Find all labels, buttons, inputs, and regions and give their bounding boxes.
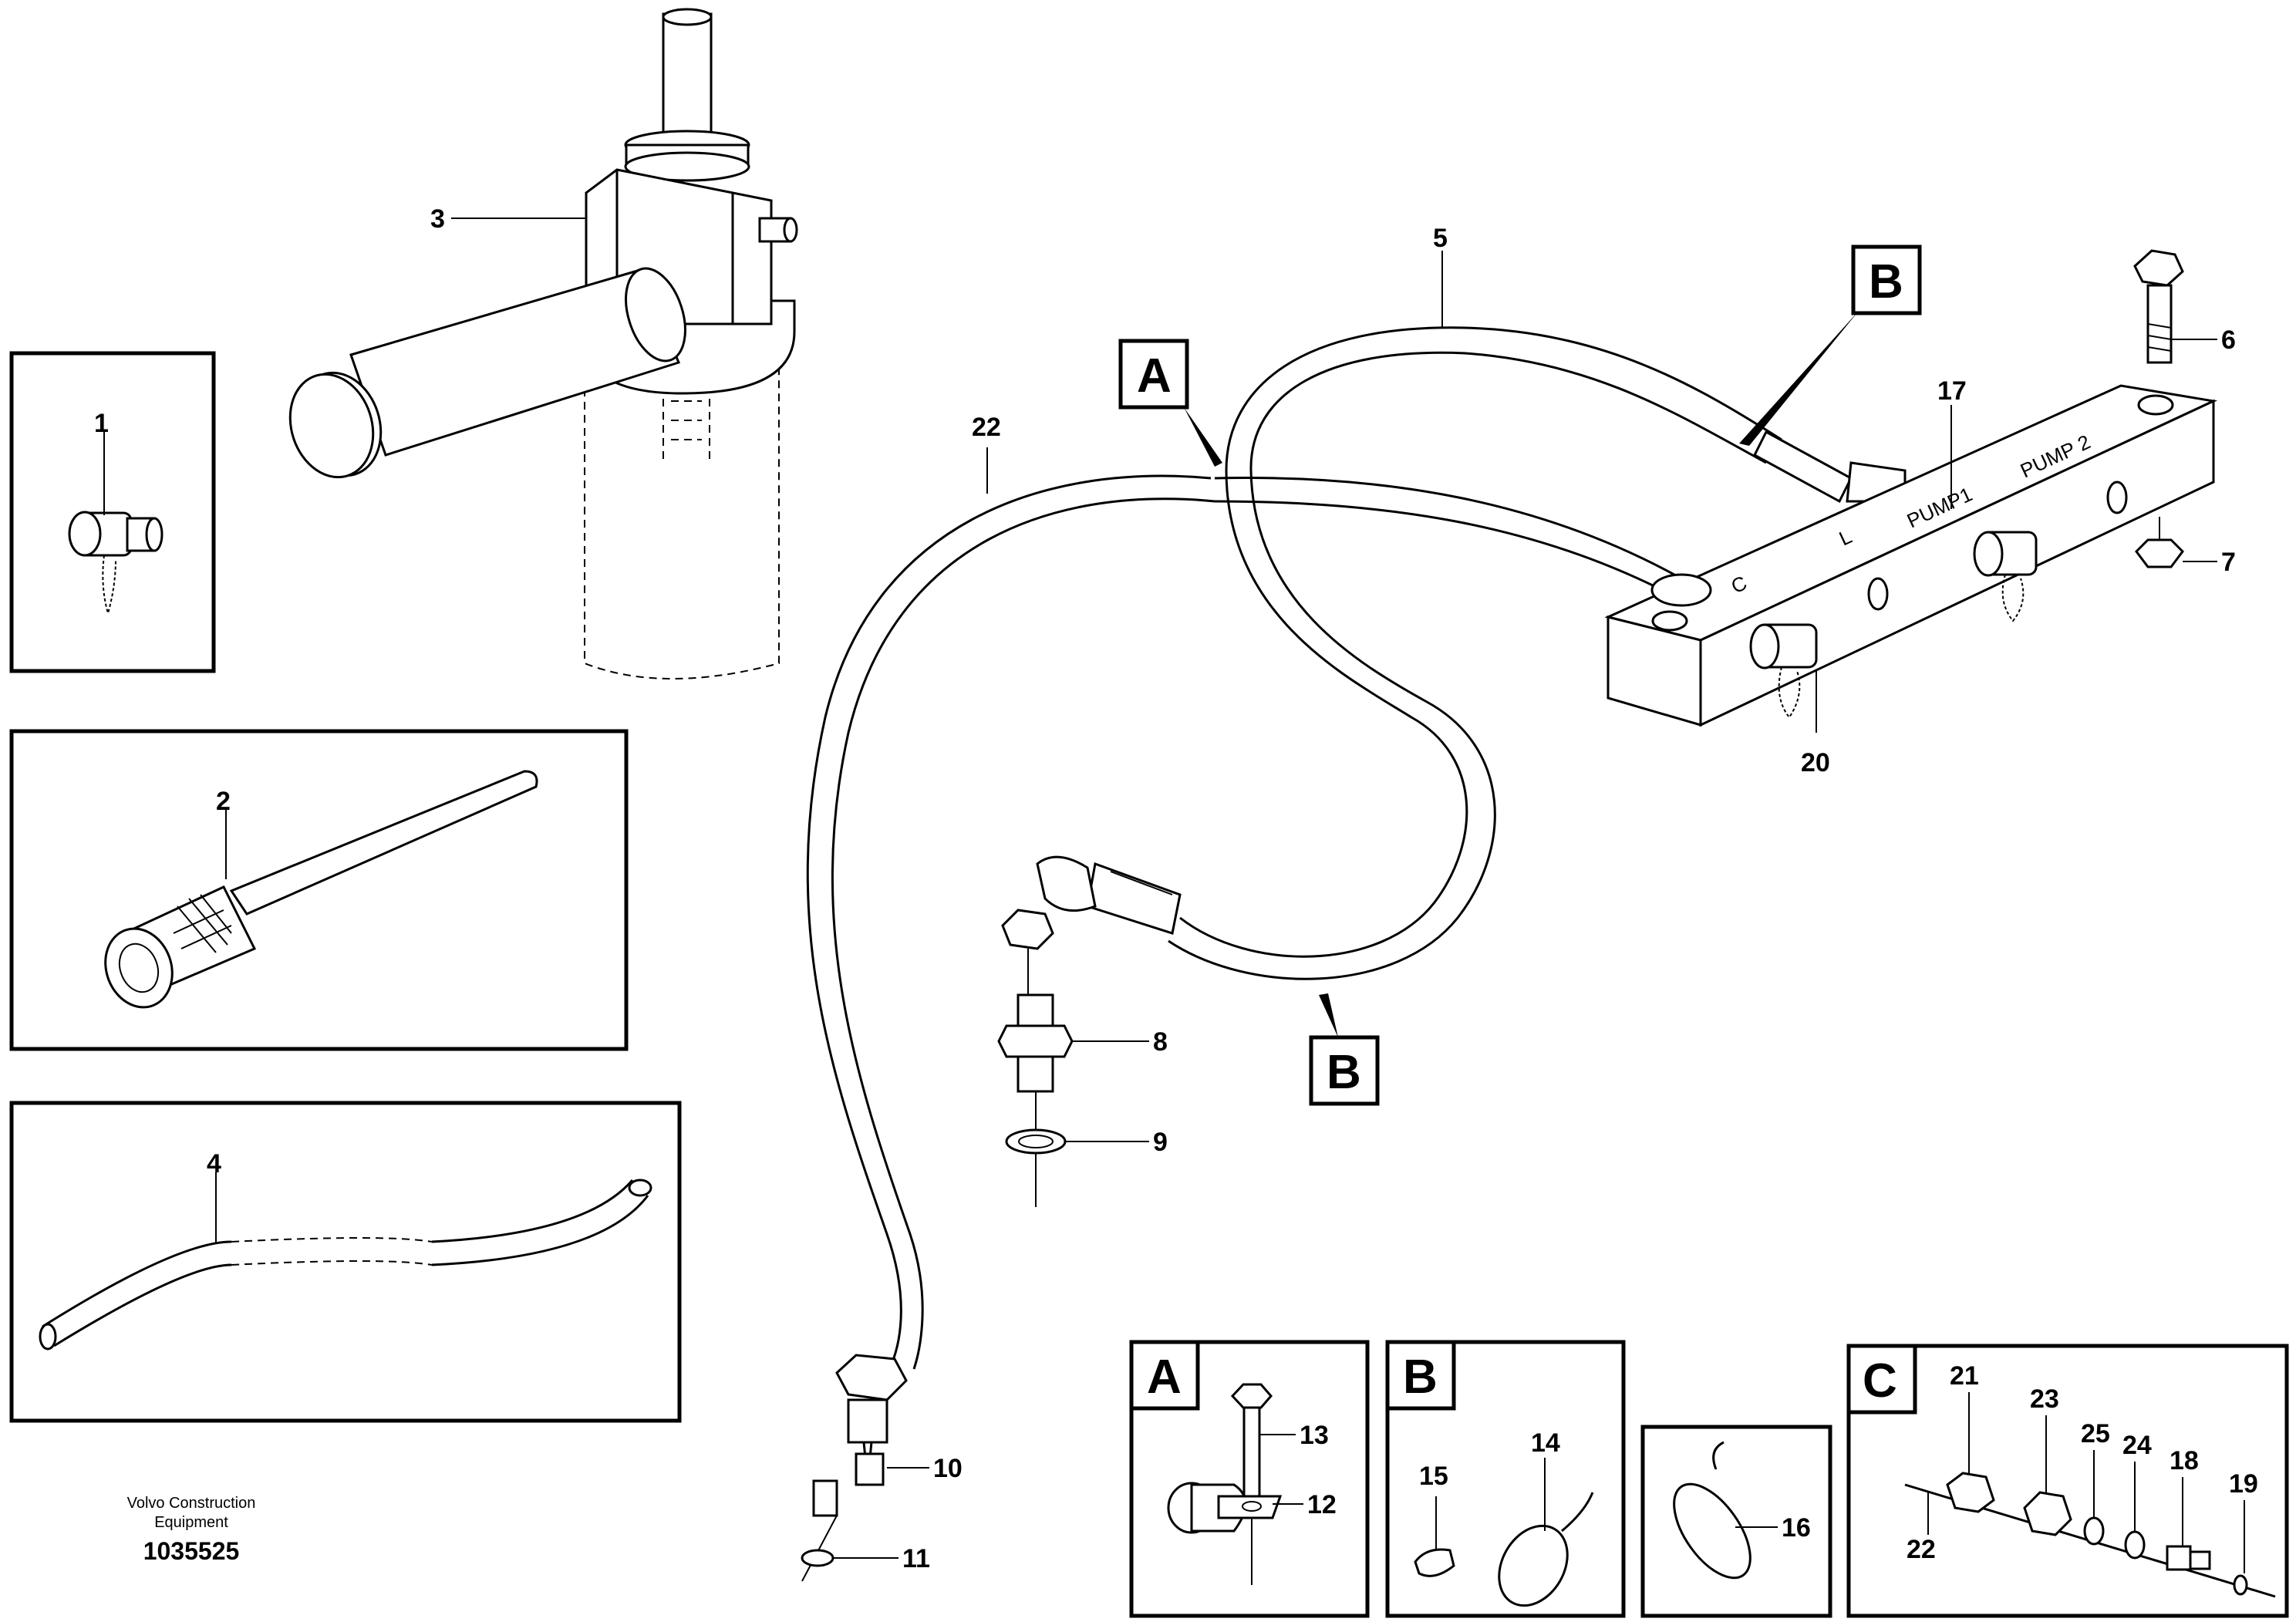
- test-coupling-part-20: 20: [1749, 531, 2038, 777]
- callout-4: 4: [207, 1149, 221, 1179]
- callout-17: 17: [1937, 376, 1967, 406]
- manifold-part-17: C L PUMP1 PUMP 2 17: [1604, 376, 2218, 727]
- callout-24: 24: [2122, 1431, 2152, 1460]
- callout-16: 16: [1782, 1513, 1811, 1543]
- nut-part-7: 7: [2135, 517, 2236, 577]
- view-marker-b-upper: B: [1739, 244, 1922, 446]
- detail-box-c: C 21 22 23 25 24 18 19: [1846, 1344, 2289, 1618]
- hose-part-22: 22 10 11: [801, 413, 1682, 1582]
- callout-9: 9: [1153, 1128, 1168, 1157]
- view-marker-a-label: A: [1137, 349, 1172, 403]
- callout-7: 7: [2221, 548, 2236, 577]
- detail-box-part-16: 16: [1640, 1425, 1832, 1618]
- publisher-line2: Equipment: [154, 1514, 228, 1531]
- callout-14: 14: [1531, 1428, 1560, 1458]
- view-marker-b-lower-label: B: [1327, 1046, 1361, 1099]
- detail-box-b: B 15 14: [1385, 1340, 1626, 1618]
- callout-22-detail: 22: [1907, 1535, 1936, 1564]
- hose-part-5: 5: [1001, 224, 1907, 995]
- detail-box-a: A 13 12: [1129, 1340, 1370, 1618]
- hand-pump-part-3: 3: [288, 8, 798, 679]
- view-marker-b-lower: B: [1309, 993, 1380, 1106]
- callout-22: 22: [972, 413, 1001, 442]
- bolt-part-6: 6: [2133, 249, 2236, 364]
- view-marker-a: A: [1118, 339, 1222, 467]
- view-marker-b-upper-label: B: [1869, 255, 1903, 309]
- publisher-line1: Volvo Construction: [127, 1495, 256, 1512]
- callout-21: 21: [1950, 1361, 1979, 1391]
- callout-23: 23: [2030, 1384, 2059, 1414]
- callout-10: 10: [933, 1454, 963, 1483]
- callout-6: 6: [2221, 325, 2236, 355]
- callout-12: 12: [1307, 1490, 1337, 1519]
- callout-18: 18: [2170, 1446, 2199, 1475]
- callout-13: 13: [1300, 1421, 1329, 1450]
- detail-box-part-2: 2: [9, 729, 629, 1051]
- detail-box-b-label: B: [1403, 1351, 1438, 1404]
- callout-15: 15: [1419, 1462, 1448, 1491]
- callout-20: 20: [1801, 748, 1830, 777]
- detail-box-part-1: 1: [9, 351, 216, 673]
- callout-3: 3: [430, 204, 445, 234]
- document-number: 1035525: [143, 1537, 240, 1565]
- detail-box-part-4: 4: [9, 1101, 682, 1423]
- callout-11: 11: [902, 1544, 930, 1573]
- callout-5: 5: [1433, 224, 1448, 253]
- callout-1: 1: [94, 409, 109, 438]
- detail-box-c-label: C: [1863, 1354, 1897, 1408]
- callout-2: 2: [216, 787, 231, 816]
- callout-8: 8: [1153, 1027, 1168, 1057]
- washer-part-9: 9: [1005, 1091, 1168, 1207]
- callout-25: 25: [2081, 1419, 2110, 1448]
- callout-19: 19: [2229, 1469, 2258, 1499]
- adapter-part-8: 8: [997, 993, 1168, 1093]
- publisher-credit: Volvo Construction Equipment 1035525: [127, 1495, 256, 1565]
- detail-box-a-label: A: [1147, 1351, 1182, 1404]
